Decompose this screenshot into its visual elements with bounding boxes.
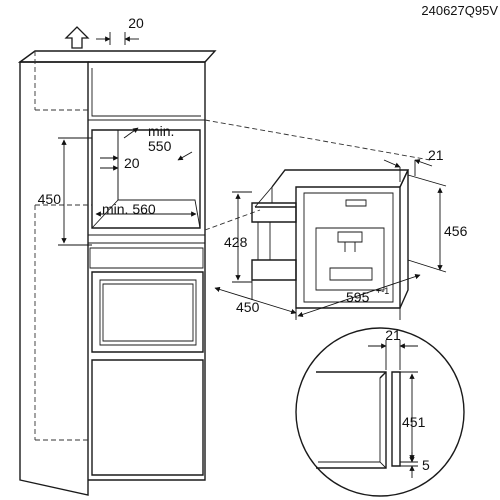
top-gap-label: 20 bbox=[128, 15, 144, 31]
detail-gap-label: 5 bbox=[422, 457, 430, 473]
appliance-height-label: 456 bbox=[444, 223, 468, 239]
projection-line-bottom bbox=[204, 209, 261, 231]
detail-front-dimension: 21 bbox=[368, 327, 418, 370]
appliance-body-height-dimension: 428 bbox=[224, 191, 252, 283]
top-gap-dimension: 20 bbox=[96, 15, 144, 45]
appliance-width-label: 595 bbox=[346, 289, 370, 305]
appliance-depth-label: 450 bbox=[236, 299, 260, 315]
appliance-width-tolerance: +-1 bbox=[376, 286, 389, 296]
projection-line-top bbox=[204, 119, 431, 161]
niche-height-label: 450 bbox=[38, 191, 62, 207]
doc-code: 240627Q95V bbox=[421, 3, 498, 18]
appliance-height-dimension: 456 bbox=[407, 174, 468, 273]
niche-width-label: min. 560 bbox=[102, 201, 156, 217]
niche-gap-dimension: 20 bbox=[100, 155, 140, 171]
tall-cabinet bbox=[17, 50, 217, 496]
up-arrow-icon bbox=[64, 26, 90, 49]
detail-height-label: 451 bbox=[402, 414, 426, 430]
niche-depth-label-line1: min. bbox=[148, 123, 174, 139]
detail-height-dimension: 451 bbox=[400, 371, 426, 463]
detail-view bbox=[295, 327, 465, 497]
front-depth-dimension: 21 bbox=[383, 147, 444, 182]
niche-height-dimension: 450 bbox=[38, 137, 92, 246]
niche-depth-dimension: min. 550 bbox=[123, 123, 193, 161]
appliance-depth-dimension: 450 bbox=[214, 280, 297, 318]
detail-front-label: 21 bbox=[385, 327, 401, 343]
niche-depth-label-line2: 550 bbox=[148, 138, 172, 154]
niche-width-dimension: min. 560 bbox=[95, 201, 197, 217]
appliance-body-height-label: 428 bbox=[224, 234, 248, 250]
detail-gap-dimension: 5 bbox=[400, 452, 430, 478]
appliance-width-dimension: 595 +-1 bbox=[295, 273, 421, 320]
front-depth-label: 21 bbox=[428, 147, 444, 163]
niche-gap-label: 20 bbox=[124, 155, 140, 171]
